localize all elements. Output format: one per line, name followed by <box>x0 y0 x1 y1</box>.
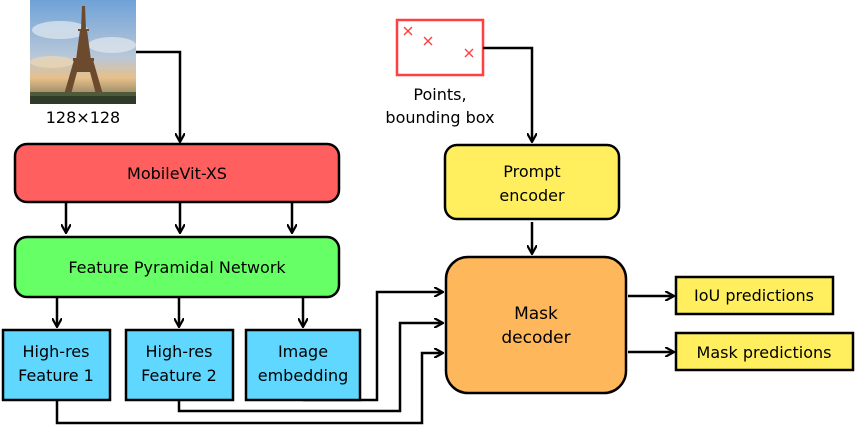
embedding-line2: embedding <box>258 366 348 385</box>
backbone-block: MobileVit-XS <box>13 142 341 204</box>
feature1-line1: High-res <box>23 342 90 361</box>
input-image <box>30 0 136 104</box>
arrow-feature2-to-decoder <box>177 323 442 413</box>
mask-decoder-block: Mask decoder <box>444 255 628 395</box>
feature2-block: High-res Feature 2 <box>124 328 235 402</box>
prompt-caption-line1: Points, <box>413 85 466 104</box>
prompt-input <box>395 18 485 77</box>
prompt-encoder-block: Prompt encoder <box>443 143 621 221</box>
prompt-caption-line2: bounding box <box>385 108 494 127</box>
feature2-line1: High-res <box>146 342 213 361</box>
eiffel-tower-icon <box>63 6 104 98</box>
mask-decoder-line2: decoder <box>501 328 570 348</box>
mask-decoder-line1: Mask <box>514 304 558 324</box>
prompt-encoder-line1: Prompt <box>503 162 560 181</box>
embedding-block: Image embedding <box>244 328 362 402</box>
mask-output-block: Mask predictions <box>674 331 855 372</box>
cross-icon <box>464 48 474 58</box>
cross-icon <box>403 26 413 36</box>
feature2-line2: Feature 2 <box>141 366 217 385</box>
arrow-prompt-to-encoder <box>483 46 532 141</box>
arrow-image-to-backbone <box>136 50 180 141</box>
backbone-label: MobileVit-XS <box>127 164 227 183</box>
fpn-label: Feature Pyramidal Network <box>68 258 286 277</box>
mask-output-label: Mask predictions <box>697 343 832 362</box>
iou-output-label: IoU predictions <box>694 286 814 305</box>
fpn-block: Feature Pyramidal Network <box>13 235 341 299</box>
feature1-line2: Feature 1 <box>18 366 94 385</box>
arrow-feature1-to-decoder <box>55 353 442 425</box>
prompt-encoder-line2: encoder <box>499 186 565 205</box>
input-image-caption: 128×128 <box>46 108 120 127</box>
embedding-line1: Image <box>278 342 328 361</box>
feature1-block: High-res Feature 1 <box>1 328 112 402</box>
cross-icon <box>423 36 433 46</box>
iou-output-block: IoU predictions <box>674 275 835 316</box>
